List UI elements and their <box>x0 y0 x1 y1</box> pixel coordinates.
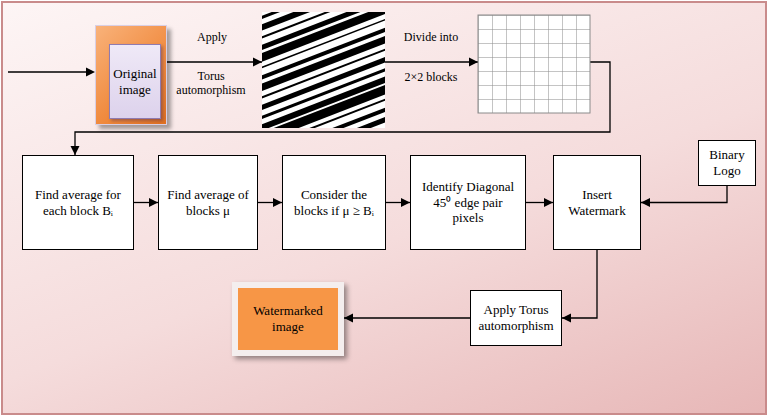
flow-arrow <box>526 202 553 203</box>
stripe <box>262 94 385 128</box>
step-label: Apply <box>172 30 252 44</box>
flow-arrow <box>258 202 282 203</box>
block-grid <box>478 15 590 113</box>
flow-arrow <box>386 202 410 203</box>
process-box: Find average of blocks μ <box>158 155 258 250</box>
process-box: Identify Diagonal 45⁰ edge pair pixels <box>410 155 526 250</box>
arrowhead <box>469 58 478 67</box>
node-text: Original image <box>109 44 161 119</box>
node-text: Find average of blocks μ <box>165 187 251 219</box>
node-text: Insert Watermark <box>560 187 634 219</box>
input-line <box>8 71 86 72</box>
node-text: Watermarked image <box>242 303 334 335</box>
node-text: Find average for each block Bᵢ <box>29 187 127 219</box>
flow-arrow <box>344 317 470 318</box>
flow-arrow <box>641 186 727 203</box>
process-box: Insert Watermark <box>553 155 641 250</box>
node-text: Binary Logo <box>705 147 749 179</box>
image-box: Original image <box>95 25 167 125</box>
output-image-box: Watermarked image <box>232 282 344 356</box>
step-label: 2×2 blocks <box>388 70 474 84</box>
input-arrowhead <box>86 68 95 77</box>
process-box: Find average for each block Bᵢ <box>22 155 134 250</box>
node-text: Consider the blocks if μ ≥ Bᵢ <box>289 187 379 219</box>
step-label: Divide into <box>388 30 474 44</box>
scrambled-stripes <box>262 12 385 128</box>
flow-arrow <box>562 250 597 318</box>
stripe <box>262 124 385 128</box>
process-box: Apply Torus automorphism <box>470 290 562 346</box>
step-label: Torus automorphism <box>168 69 254 98</box>
node-text: Identify Diagonal 45⁰ edge pair pixels <box>417 179 519 227</box>
block-grid-lines <box>478 15 590 113</box>
input-box: Binary Logo <box>698 140 756 186</box>
arrowhead <box>253 58 262 67</box>
node-text: Apply Torus automorphism <box>477 302 555 334</box>
stripe <box>262 114 385 128</box>
flow-arrow <box>134 202 158 203</box>
process-box: Consider the blocks if μ ≥ Bᵢ <box>282 155 386 250</box>
